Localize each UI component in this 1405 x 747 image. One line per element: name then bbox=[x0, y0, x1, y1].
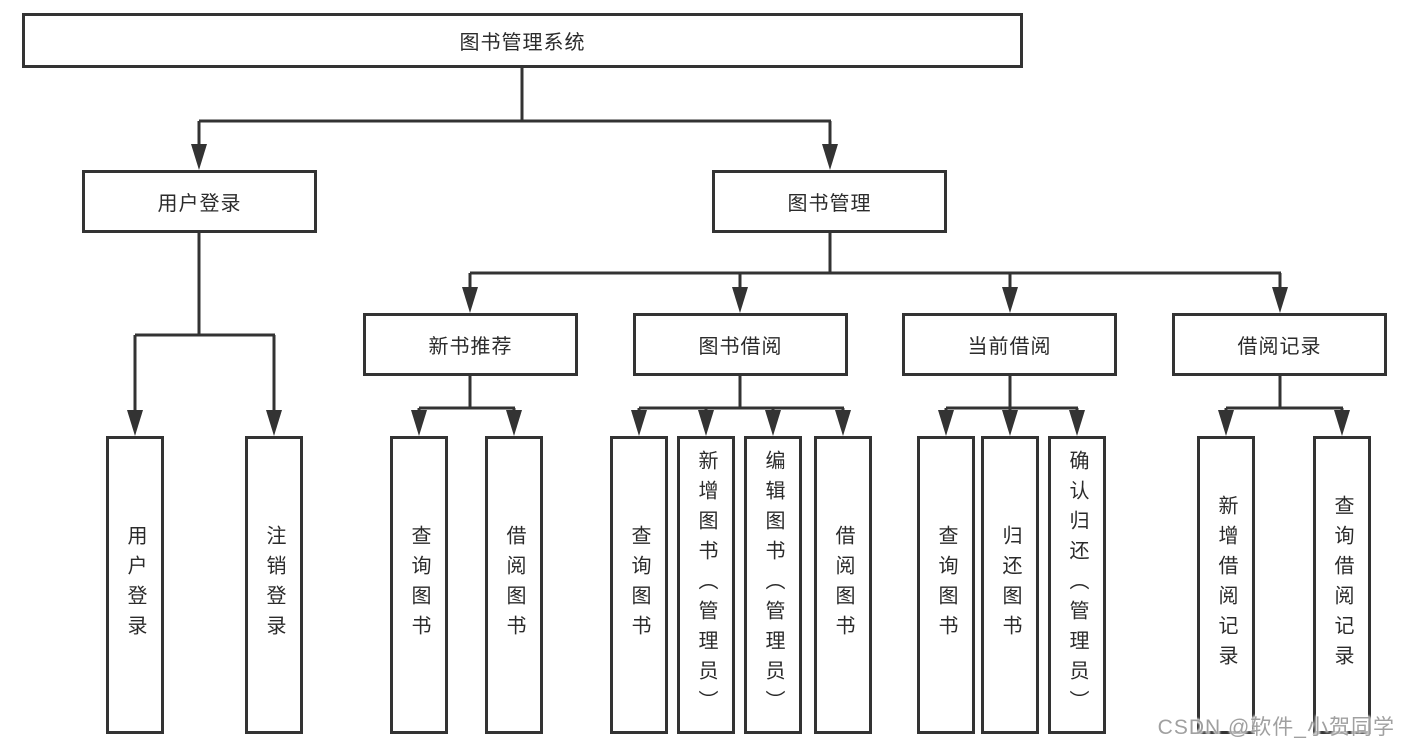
leaf-logout: 注销登录 bbox=[245, 436, 303, 734]
arrowheads bbox=[127, 144, 1350, 436]
leaf-user-login: 用户登录 bbox=[106, 436, 164, 734]
leaf-query-book-current: 查询图书 bbox=[917, 436, 975, 734]
leaf-add-book-admin: 新增图书（管理员） bbox=[677, 436, 735, 734]
leaf-user-login-label: 用户登录 bbox=[124, 525, 146, 645]
node-book-borrow: 图书借阅 bbox=[633, 313, 848, 376]
leaf-logout-label: 注销登录 bbox=[263, 525, 285, 645]
leaf-add-book-admin-label: 新增图书（管理员） bbox=[695, 450, 717, 720]
csdn-watermark: CSDN @软件_小贺同学 bbox=[1157, 716, 1395, 739]
node-root: 图书管理系统 bbox=[22, 13, 1023, 68]
leaf-query-book-borrow: 查询图书 bbox=[610, 436, 668, 734]
leaf-borrow-book: 借阅图书 bbox=[814, 436, 872, 734]
leaf-edit-book-admin-label: 编辑图书（管理员） bbox=[762, 450, 784, 720]
leaf-query-book-recommend: 查询图书 bbox=[390, 436, 448, 734]
leaf-add-borrow-record: 新增借阅记录 bbox=[1197, 436, 1255, 734]
leaf-borrow-book-recommend: 借阅图书 bbox=[485, 436, 543, 734]
leaf-return-book: 归还图书 bbox=[981, 436, 1039, 734]
node-new-book-recommend: 新书推荐 bbox=[363, 313, 578, 376]
leaf-query-book-borrow-label: 查询图书 bbox=[628, 525, 650, 645]
leaf-query-borrow-record-label: 查询借阅记录 bbox=[1331, 495, 1353, 675]
node-user-login: 用户登录 bbox=[82, 170, 317, 233]
leaf-return-book-label: 归还图书 bbox=[999, 525, 1021, 645]
leaf-add-borrow-record-label: 新增借阅记录 bbox=[1215, 495, 1237, 675]
node-book-management: 图书管理 bbox=[712, 170, 947, 233]
node-borrow-record: 借阅记录 bbox=[1172, 313, 1387, 376]
leaf-borrow-book-label: 借阅图书 bbox=[832, 525, 854, 645]
leaf-query-borrow-record: 查询借阅记录 bbox=[1313, 436, 1371, 734]
leaf-confirm-return-admin: 确认归还（管理员） bbox=[1048, 436, 1106, 734]
leaf-borrow-book-recommend-label: 借阅图书 bbox=[503, 525, 525, 645]
leaf-confirm-return-admin-label: 确认归还（管理员） bbox=[1066, 450, 1088, 720]
leaf-query-book-current-label: 查询图书 bbox=[935, 525, 957, 645]
node-current-borrow: 当前借阅 bbox=[902, 313, 1117, 376]
leaf-edit-book-admin: 编辑图书（管理员） bbox=[744, 436, 802, 734]
leaf-query-book-recommend-label: 查询图书 bbox=[408, 525, 430, 645]
